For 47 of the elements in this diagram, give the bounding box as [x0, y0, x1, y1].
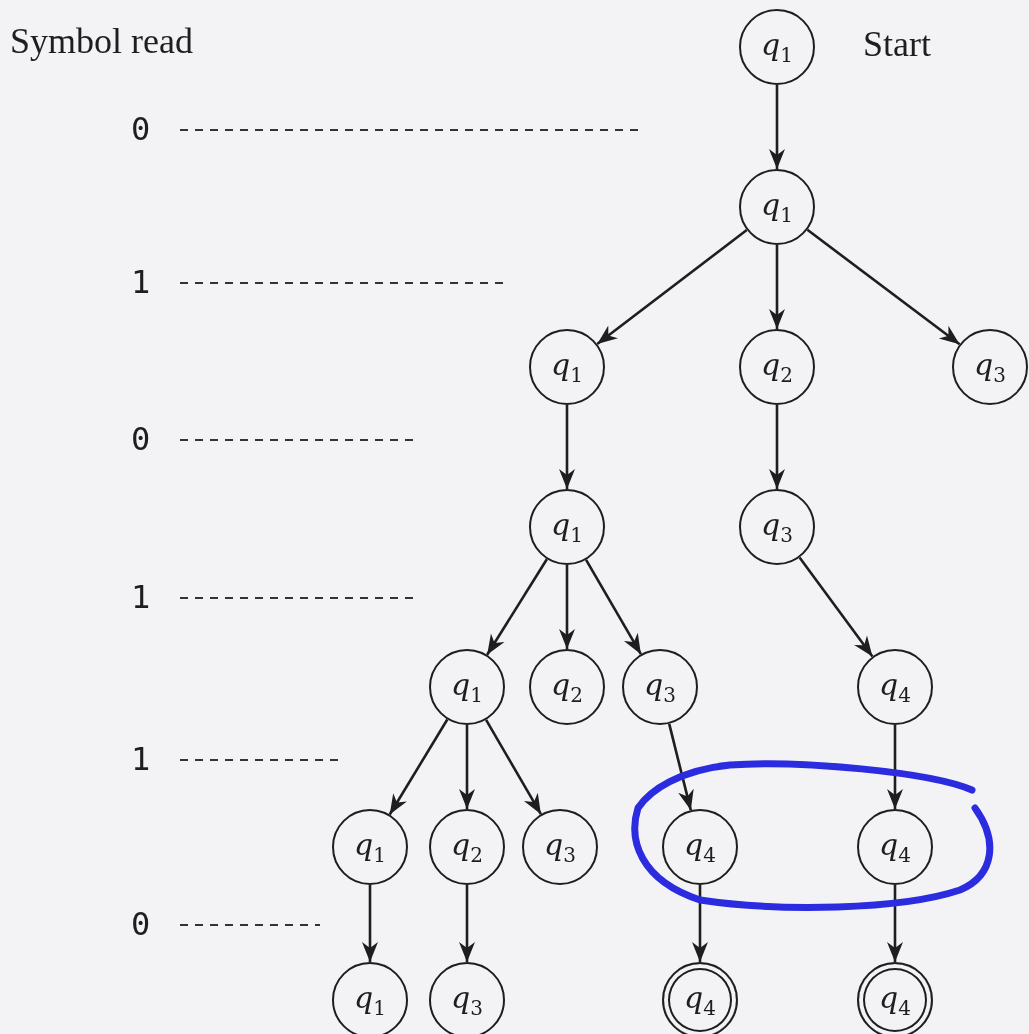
- state-label: q$_{1}$: [761, 29, 793, 65]
- state-label: q$_{4}$: [879, 669, 911, 705]
- arrow: [596, 229, 748, 345]
- arrow: [362, 885, 378, 962]
- state-label: q$_{3}$: [544, 829, 576, 865]
- input-symbol: 0: [131, 905, 151, 943]
- arrow: [887, 725, 903, 809]
- arrow: [459, 885, 475, 962]
- state-label: q$_{4}$: [879, 982, 911, 1018]
- arrow: [769, 85, 785, 169]
- arrow: [692, 885, 708, 962]
- state-label: q$_{4}$: [879, 829, 911, 865]
- state-label: q$_{2}$: [551, 669, 583, 705]
- arrow: [388, 718, 449, 816]
- state-label: q$_{1}$: [551, 509, 583, 545]
- start-label: Start: [863, 23, 931, 65]
- arrow: [769, 405, 785, 489]
- column-heading: Symbol read: [10, 20, 193, 62]
- state-label: q$_{3}$: [974, 349, 1006, 385]
- arrow: [484, 719, 543, 815]
- state-label: q$_{1}$: [354, 829, 386, 865]
- arrow: [459, 725, 475, 809]
- state-label: q$_{2}$: [761, 349, 793, 385]
- state-label: q$_{1}$: [551, 349, 583, 385]
- arrow: [559, 405, 575, 489]
- state-label: q$_{2}$: [451, 829, 483, 865]
- state-label: q$_{1}$: [451, 669, 483, 705]
- state-label: q$_{3}$: [761, 509, 793, 545]
- state-label: q$_{1}$: [761, 189, 793, 225]
- input-symbol: 1: [131, 263, 151, 301]
- arrow: [584, 559, 643, 655]
- state-label: q$_{4}$: [684, 982, 716, 1018]
- state-label: q$_{3}$: [451, 982, 483, 1018]
- arrow: [806, 228, 961, 346]
- input-symbol: 0: [131, 420, 151, 458]
- arrow: [559, 565, 575, 649]
- arrow: [887, 885, 903, 962]
- arrow: [798, 556, 874, 658]
- input-symbol: 1: [131, 578, 151, 616]
- arrow: [667, 723, 694, 811]
- state-label: q$_{1}$: [354, 982, 386, 1018]
- input-symbol: 0: [131, 110, 151, 148]
- input-symbol: 1: [131, 740, 151, 778]
- state-label: q$_{4}$: [684, 829, 716, 865]
- arrow: [769, 245, 785, 329]
- state-label: q$_{3}$: [644, 669, 676, 705]
- arrow: [486, 558, 548, 656]
